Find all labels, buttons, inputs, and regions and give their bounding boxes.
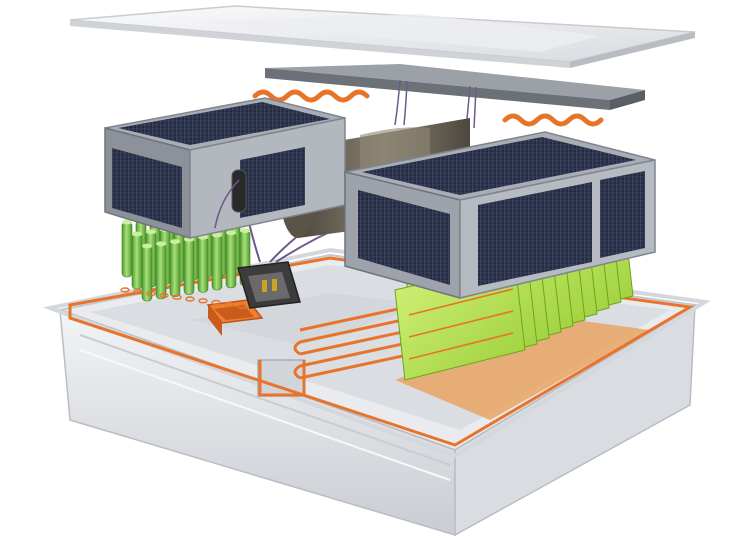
cooling-loop-top-right xyxy=(505,116,601,124)
battery-cell xyxy=(156,241,166,298)
battery-cell xyxy=(132,232,142,289)
lid xyxy=(70,6,695,68)
battery-cell xyxy=(122,220,132,277)
battery-cell xyxy=(226,230,236,287)
battery-cell xyxy=(212,233,222,290)
cover-plate xyxy=(265,64,645,110)
battery-cell xyxy=(184,237,194,294)
battery-cell xyxy=(198,235,208,292)
battery-cell xyxy=(170,239,180,296)
cooling-loop-top-left xyxy=(255,92,367,100)
